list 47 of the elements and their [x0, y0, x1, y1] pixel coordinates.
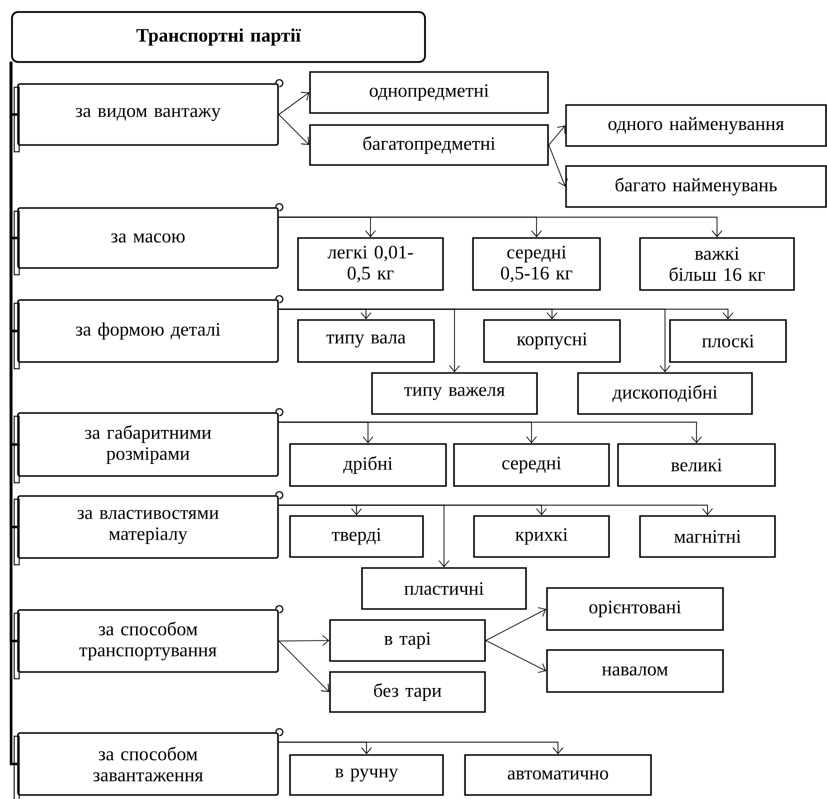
category-box: середні 0,5-16 кг — [472, 237, 601, 291]
category-box: багатопредметні — [309, 124, 549, 166]
category-box: дископодібні — [577, 372, 753, 415]
arrow — [278, 742, 564, 754]
category-box: навалом — [546, 649, 724, 693]
arrow — [278, 114, 310, 145]
trunk-line — [10, 62, 18, 766]
arrow — [278, 92, 310, 115]
category-box: великі — [617, 443, 776, 487]
scroll-box: за формою деталі — [14, 295, 284, 370]
arrow — [485, 640, 546, 673]
category-box: середні — [453, 443, 610, 487]
category-box: орієнтовані — [546, 587, 724, 631]
category-box: однопредметні — [309, 71, 549, 114]
scroll-box: за властивостями матеріалу — [14, 491, 284, 566]
category-box: дрібні — [289, 443, 447, 487]
arrow — [278, 422, 702, 444]
category-box: багато найменувань — [565, 165, 827, 208]
arrow — [278, 504, 713, 516]
category-box: крихкі — [473, 515, 610, 558]
category-box: пластичні — [361, 567, 527, 610]
arrow — [278, 635, 330, 646]
category-box: типу вала — [297, 319, 435, 363]
arrow — [485, 607, 546, 641]
scroll-box: за способом транспортування — [14, 605, 284, 680]
scroll-box: за габаритними розмірами — [14, 408, 284, 484]
scroll-box: за масою — [14, 203, 284, 276]
scroll-box: за способом завантаження — [14, 728, 284, 799]
category-box: без тари — [329, 671, 486, 713]
category-box: легкі 0,01- 0,5 кг — [297, 237, 444, 291]
arrow — [278, 308, 734, 320]
arrow — [548, 144, 568, 186]
title-banner: Транспортні партії — [11, 11, 426, 63]
category-box: плоскі — [669, 319, 787, 363]
arrow — [548, 126, 566, 146]
category-box: автоматично — [464, 754, 652, 796]
category-box: одного найменування — [565, 104, 827, 147]
arrow — [278, 640, 330, 692]
arrow — [278, 216, 722, 238]
category-box: важкі більш 16 кг — [639, 237, 795, 291]
category-box: в ручну — [289, 754, 444, 796]
category-box: тверді — [289, 515, 424, 558]
category-box: в тарі — [329, 619, 486, 662]
category-box: магнітні — [639, 515, 776, 558]
scroll-box: за видом вантажу — [14, 79, 284, 152]
category-box: корпусні — [483, 319, 621, 363]
category-box: типу важеля — [371, 372, 538, 415]
